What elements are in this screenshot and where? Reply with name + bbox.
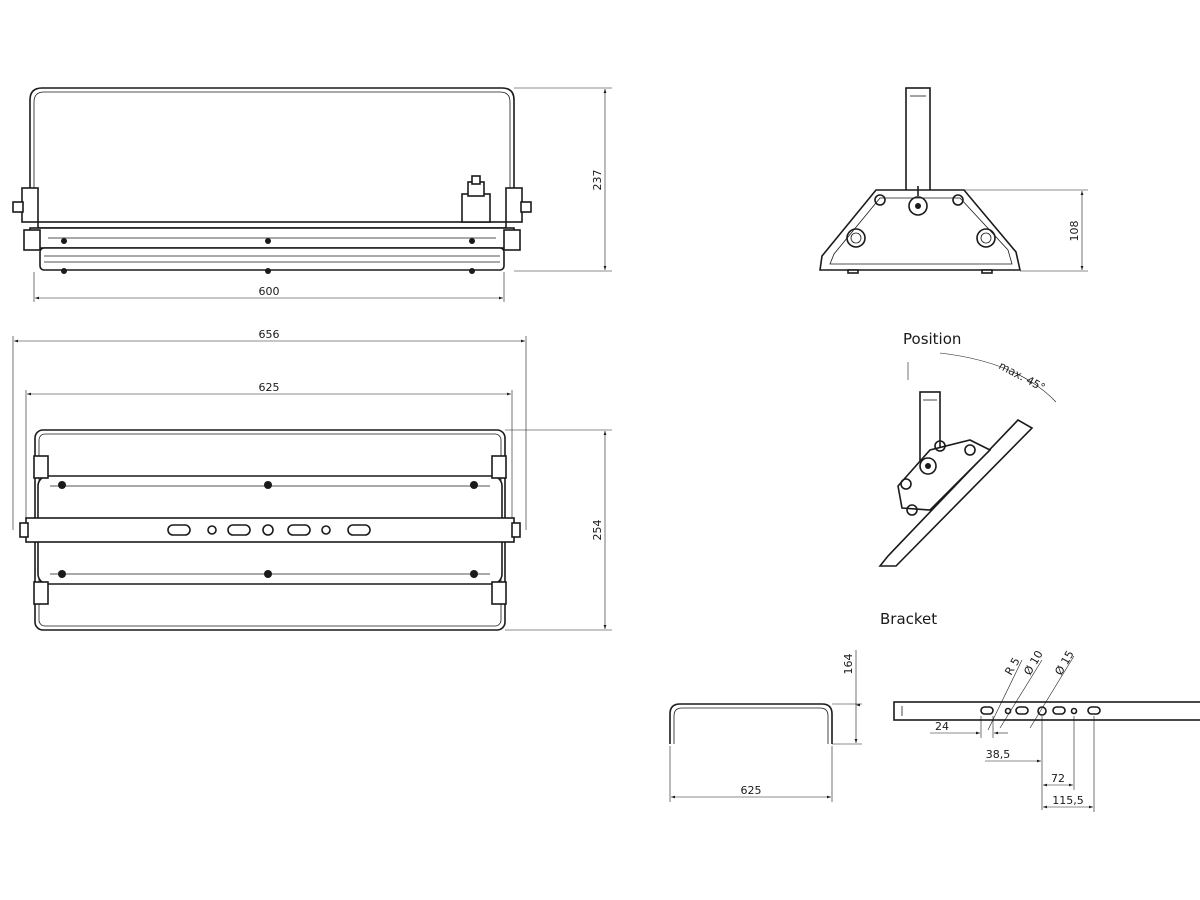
bracket-title: Bracket — [880, 610, 937, 628]
front-view: 237 600 — [12, 87, 612, 302]
bracket-hole-small: Ø 10 — [1021, 648, 1045, 677]
side-view: 108 — [819, 87, 1088, 274]
position-angle-label: max. 45° — [997, 359, 1048, 394]
bracket-dim-72: 72 — [1051, 772, 1065, 785]
bracket-slot-radius: R 5 — [1002, 655, 1022, 677]
top-inner-width-dim: 625 — [259, 381, 280, 394]
front-height-dim: 237 — [591, 170, 604, 191]
bracket-dim-115-5: 115,5 — [1052, 794, 1084, 807]
bracket-hole-large: Ø 15 — [1052, 648, 1076, 677]
top-view: 656 625 254 — [12, 328, 612, 631]
bracket-profile: Bracket 164 625 — [669, 610, 937, 802]
top-overall-width-dim: 656 — [259, 328, 280, 341]
position-title: Position — [903, 330, 961, 348]
front-width-dim: 600 — [259, 285, 280, 298]
side-height-dim: 108 — [1068, 221, 1081, 242]
bracket-length-dim: 625 — [741, 784, 762, 797]
top-depth-dim: 254 — [591, 520, 604, 541]
bracket-height-dim: 164 — [842, 654, 855, 675]
bracket-dim-38-5: 38,5 — [986, 748, 1011, 761]
position-view: Position max. 45° — [878, 330, 1057, 567]
bracket-plan: R 5 Ø 10 Ø 15 24 38,5 72 115,5 — [893, 648, 1200, 812]
bracket-dim-24: 24 — [935, 720, 949, 733]
